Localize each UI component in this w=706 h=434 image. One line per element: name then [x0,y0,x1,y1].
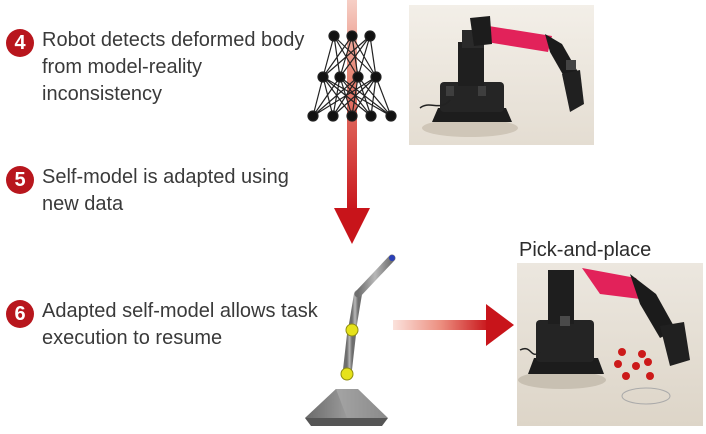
pick-and-place-caption: Pick-and-place [519,239,652,261]
neural-network-icon [307,30,397,122]
step-4: 4 Robot detects deformed body from model… [6,29,304,108]
horizontal-arrow [393,304,514,346]
robot-arm-photo [409,5,594,145]
step-description: Adapted self-model allows task execution… [42,300,318,349]
pick-and-place-photo [517,263,703,426]
vertical-arrow [334,0,370,244]
step-description: Self-model is adapted using new data [42,166,289,215]
self-model-render [305,254,396,426]
step-number-badge: 6 [6,300,34,328]
step-5: 5 Self-model is adapted using new data [6,166,289,218]
step-description: Robot detects deformed body from model-r… [42,29,305,105]
step-6: 6 Adapted self-model allows task executi… [6,300,318,352]
step-number-badge: 5 [6,166,34,194]
step-number-badge: 4 [6,29,34,57]
